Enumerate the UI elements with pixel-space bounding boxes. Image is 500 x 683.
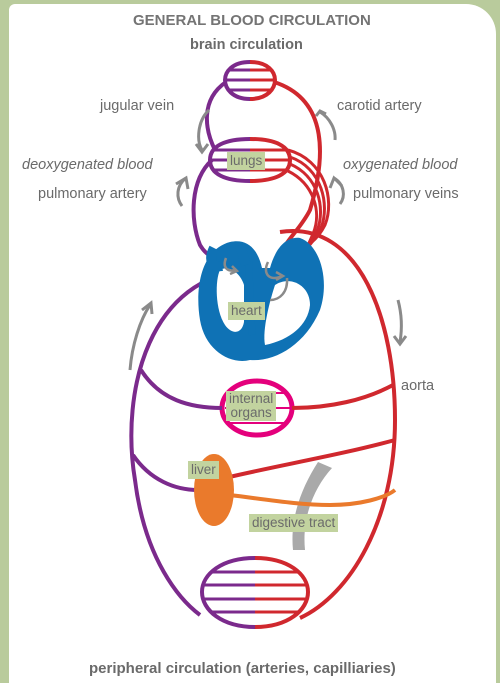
brain-circulation-label: brain circulation [190,37,303,53]
heart-shape [198,238,324,361]
organs-vein-branch [141,370,222,408]
deoxygenated-blood-label: deoxygenated blood [22,157,153,173]
jugular-vein-label: jugular vein [100,98,174,114]
jugular-vein-line [207,82,226,150]
pulmonary-artery-label: pulmonary artery [38,186,147,202]
pulmonary-veins-label: pulmonary veins [353,186,459,202]
brain-capillaries [225,62,275,99]
internal-organs-line-2: organs [229,406,273,420]
carotid-artery-label: carotid artery [337,98,422,114]
liver-label: liver [188,461,219,479]
lungs-label: lungs [227,152,265,170]
oxygenated-blood-label: oxygenated blood [343,157,458,173]
aorta-label: aorta [401,378,434,394]
internal-organs-label: internal organs [226,391,276,421]
peripheral-capillaries [202,558,308,627]
liver-artery-branch [225,440,395,478]
diagram-title: GENERAL BLOOD CIRCULATION [133,12,371,29]
digestive-tract-label: digestive tract [249,514,338,532]
heart-label: heart [228,302,265,320]
internal-organs-line-1: internal [229,392,273,406]
peripheral-circulation-label: peripheral circulation (arteries, capill… [89,660,396,677]
organs-artery-branch [292,385,393,408]
